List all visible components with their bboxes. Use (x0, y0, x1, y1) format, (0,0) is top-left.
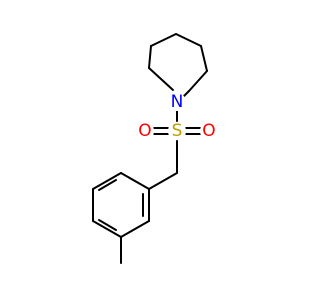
ch2-aryl-bond (148, 172, 178, 190)
atom-label-oxygen-right: O (200, 121, 218, 141)
ring-bond (148, 67, 174, 91)
aromatic-bond (92, 172, 122, 190)
ring-bond (175, 33, 202, 47)
molecule-drawing: N S O O (92, 33, 218, 264)
benzene-ring (92, 172, 150, 238)
sulfur-label: S (172, 121, 183, 141)
ring-bond (188, 70, 208, 92)
azepane-ring (148, 33, 208, 100)
aromatic-bond (120, 172, 150, 190)
aromatic-inner-bond (98, 179, 117, 191)
ring-bond (150, 33, 177, 47)
ring-bond (148, 45, 152, 69)
atom-label-sulfur: S (168, 121, 186, 141)
aromatic-bond (92, 220, 122, 238)
nitrogen-label: N (171, 92, 184, 112)
sulfonyl-oxygen-bonds (153, 127, 201, 135)
structure-canvas: N S O O (92, 33, 218, 264)
atom-label-oxygen-left: O (136, 121, 154, 141)
ring-bond (200, 45, 208, 72)
aromatic-bond (120, 220, 150, 238)
oxygen-left-label: O (138, 121, 151, 141)
atom-label-nitrogen: N (168, 92, 186, 112)
aromatic-inner-bond (98, 219, 117, 231)
oxygen-right-label: O (202, 121, 215, 141)
